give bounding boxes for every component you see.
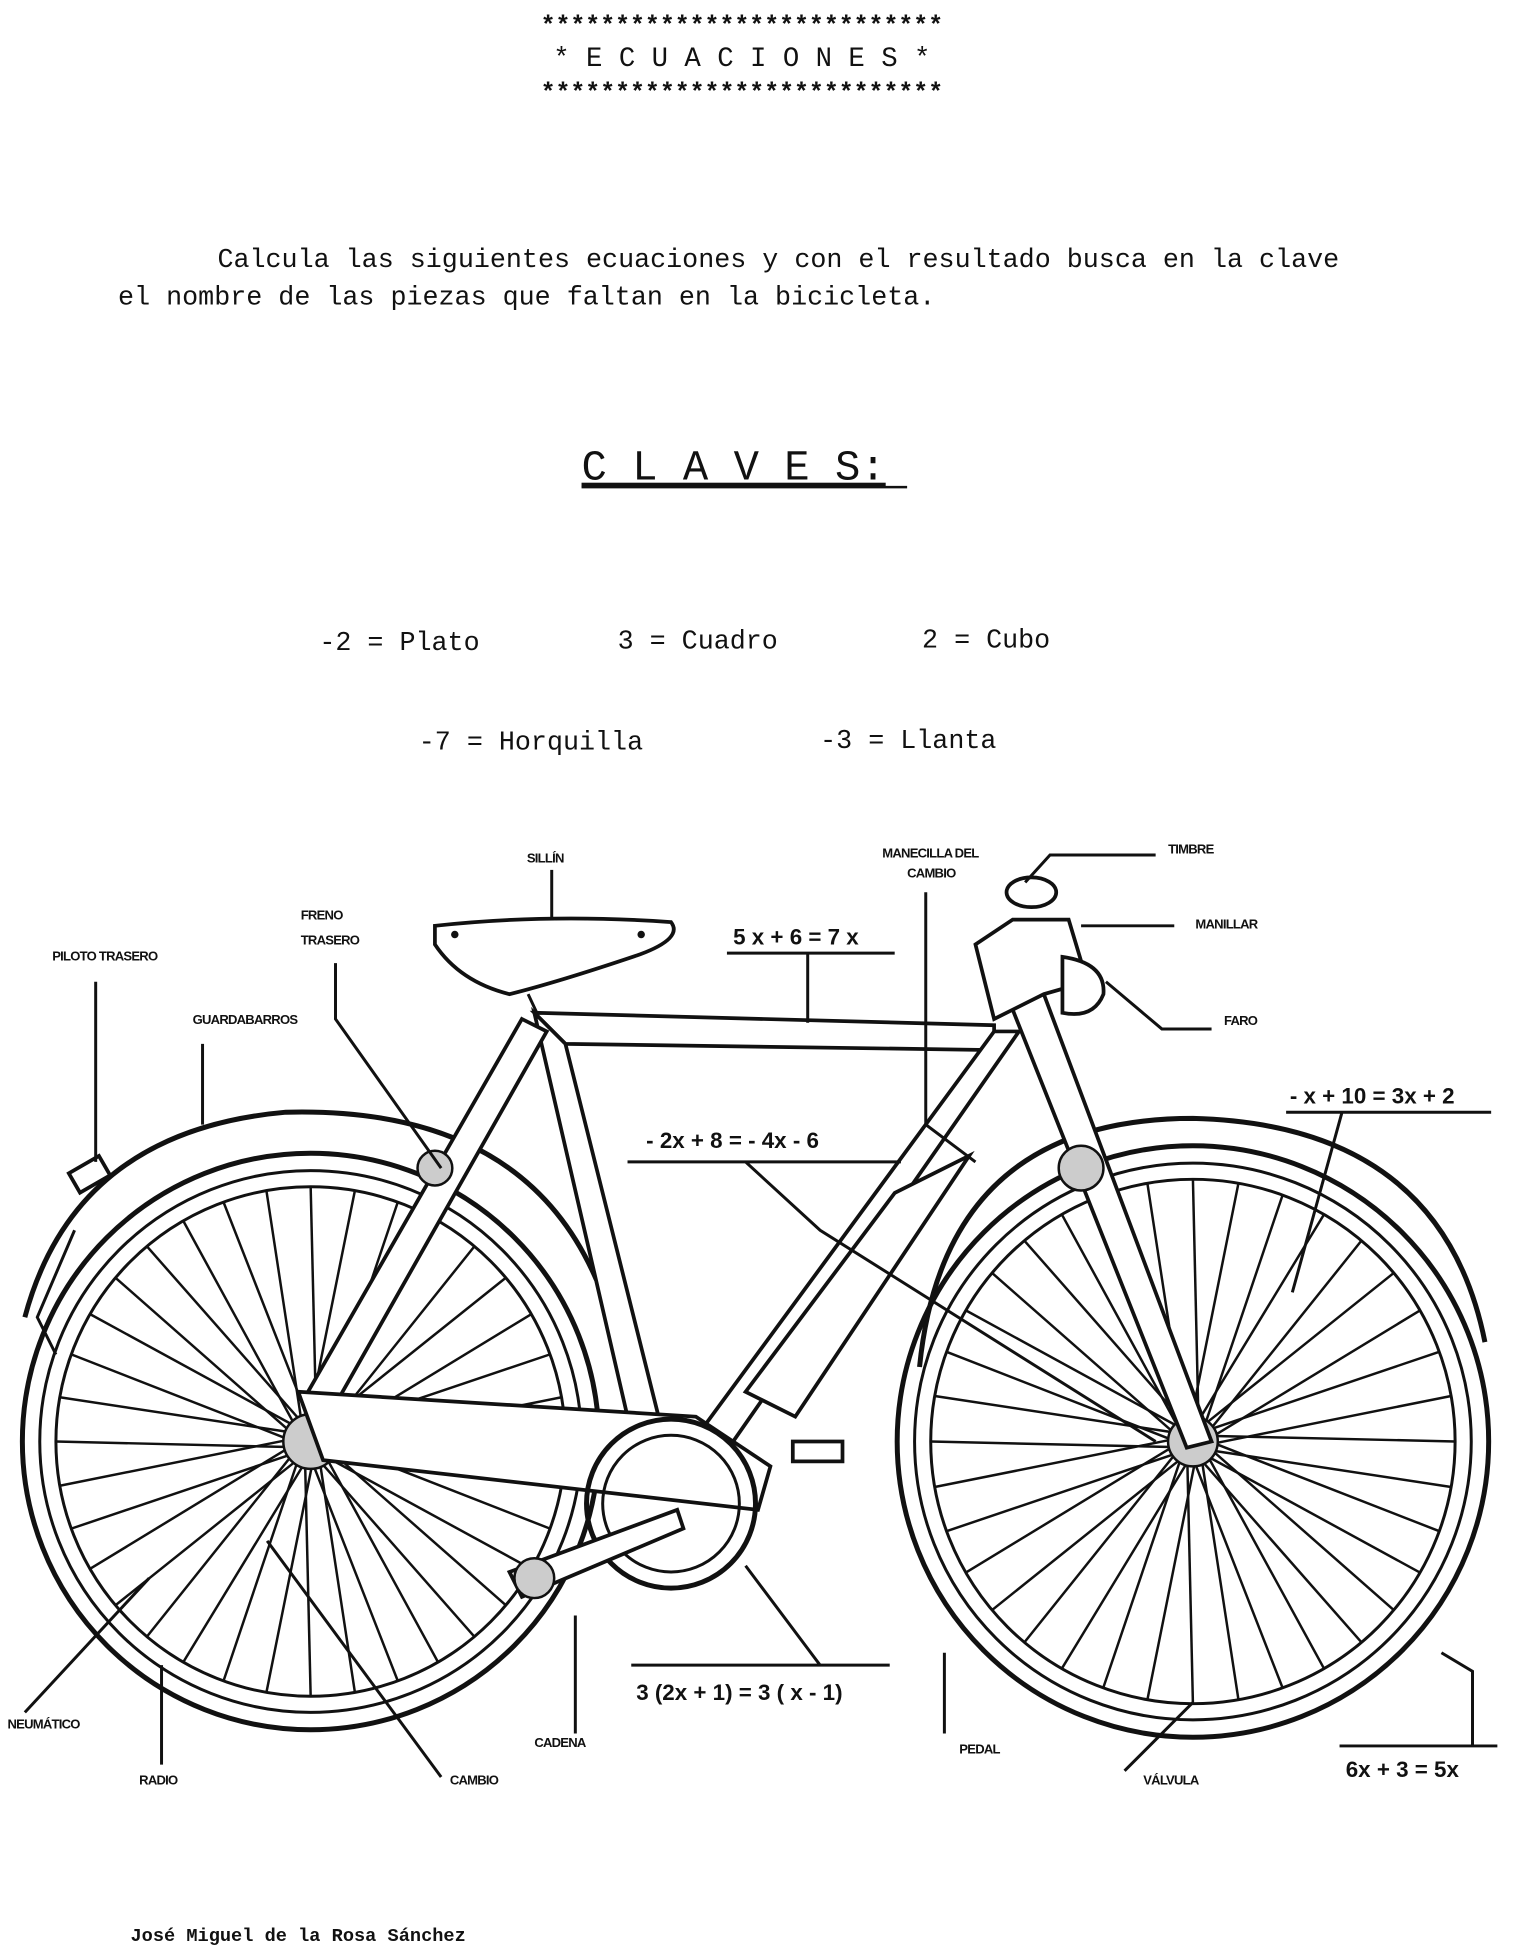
- header-stars-bottom: ***************************: [541, 79, 944, 107]
- label-manecilla-line2: CAMBIO: [907, 865, 956, 880]
- wheel-spoke: [303, 1463, 312, 1697]
- wheel-spoke: [1023, 1239, 1185, 1423]
- worksheet-title: * E C U A C I O N E S *: [553, 44, 930, 75]
- wheel-spoke: [1212, 1450, 1395, 1611]
- equation-llanta: 6x + 3 = 5x: [1346, 1757, 1460, 1782]
- wheel-spoke: [946, 1452, 1175, 1533]
- equation-cubo: 3 (2x + 1) = 3 ( x - 1): [636, 1680, 842, 1705]
- wheel-spoke: [1023, 1453, 1176, 1644]
- header-stars-top: ***************************: [541, 12, 944, 40]
- wheel-spoke: [1193, 1463, 1284, 1689]
- clave-item: 3 = Cuadro: [618, 628, 778, 658]
- wheel-spoke: [1214, 1442, 1440, 1533]
- leader-lines: [23, 853, 1498, 1778]
- label-cambio: CAMBIO: [450, 1772, 499, 1787]
- wheel-spoke: [934, 1438, 1171, 1489]
- wheel-spoke: [319, 1460, 476, 1638]
- wheel-spoke: [145, 1453, 294, 1638]
- clave-item: -3 = Llanta: [820, 727, 996, 757]
- bicycle-illustration: [19, 875, 1492, 1740]
- wheel-spoke: [1186, 1463, 1195, 1704]
- wheel-spoke: [1213, 1309, 1421, 1437]
- wheel-spoke: [311, 1463, 399, 1682]
- wheel-spoke: [222, 1201, 310, 1420]
- author-name: José Miguel de la Rosa Sánchez: [130, 1925, 465, 1947]
- claves-title: C L A V E S:: [582, 445, 886, 493]
- wheel-spoke: [1060, 1213, 1179, 1427]
- wheel-spoke: [59, 1396, 291, 1434]
- wheel-spoke: [1102, 1459, 1182, 1689]
- instructions-line-1: Calcula las siguientes ecuaciones y con …: [217, 246, 1339, 276]
- wheel-spoke: [265, 1463, 314, 1693]
- wheel-spoke: [55, 1440, 290, 1449]
- label-freno-line1: FRENO: [301, 908, 343, 923]
- wheel-spoke: [946, 1350, 1172, 1441]
- wheel-spoke: [1214, 1434, 1456, 1443]
- wheel-spoke: [70, 1452, 293, 1530]
- label-manillar: MANILLAR: [1195, 916, 1258, 931]
- wheel-spoke: [1204, 1194, 1284, 1424]
- wheel-spoke: [1214, 1394, 1452, 1445]
- wheel-spoke: [114, 1276, 292, 1433]
- wheel-spoke: [1191, 1179, 1200, 1420]
- wheel-spoke: [1200, 1461, 1240, 1700]
- label-valvula: VÁLVULA: [1143, 1772, 1200, 1787]
- wheel-spoke: [265, 1190, 303, 1422]
- label-manecilla-line1: MANECILLA DEL: [882, 845, 979, 860]
- instructions-line-2: el nombre de las piezas que faltan en la…: [118, 283, 935, 313]
- wheel-spoke: [1060, 1462, 1188, 1670]
- label-sillin: SILLÍN: [527, 850, 564, 865]
- wheel-spoke: [1210, 1350, 1440, 1431]
- wheel-spoke: [325, 1456, 440, 1663]
- equation-cuadro: 5 x + 6 = 7 x: [733, 924, 859, 949]
- wheel-spoke: [1207, 1456, 1326, 1670]
- label-timbre: TIMBRE: [1168, 842, 1215, 857]
- wheel-spoke: [1190, 1183, 1240, 1420]
- wheel-spoke: [182, 1220, 297, 1427]
- wheel-spoke: [1208, 1456, 1421, 1574]
- label-neumatico: NEUMÁTICO: [7, 1717, 80, 1732]
- wheel-spoke: [1213, 1449, 1452, 1489]
- clave-item: 2 = Cubo: [922, 626, 1050, 656]
- wheel-spoke: [1146, 1463, 1196, 1700]
- wheel-spoke: [1201, 1460, 1363, 1644]
- clave-item: -7 = Horquilla: [419, 728, 643, 758]
- wheel-spoke: [222, 1459, 300, 1682]
- equation-horquilla: - x + 10 = 3x + 2: [1290, 1084, 1455, 1109]
- wheel-spoke: [965, 1309, 1178, 1427]
- label-cadena: CADENA: [534, 1735, 587, 1750]
- label-freno-line2: TRASERO: [301, 932, 360, 947]
- label-pedal: PEDAL: [959, 1741, 1000, 1756]
- wheel-spoke: [930, 1440, 1172, 1449]
- wheel-spoke: [89, 1446, 290, 1570]
- label-faro: FARO: [1224, 1013, 1258, 1028]
- wheel-spoke: [145, 1245, 302, 1423]
- wheel-spoke: [1205, 1271, 1395, 1425]
- wheel-spoke: [991, 1458, 1181, 1612]
- equation-plato: - 2x + 8 = - 4x - 6: [646, 1128, 819, 1153]
- clave-item: -2 = Plato: [319, 629, 479, 659]
- wheel-spoke: [965, 1446, 1173, 1574]
- wheel-spoke: [70, 1353, 289, 1441]
- wheel-spoke: [59, 1438, 289, 1487]
- wheel-spoke: [89, 1313, 296, 1427]
- label-radio: RADIO: [139, 1772, 178, 1787]
- wheel-spoke: [326, 1456, 532, 1570]
- label-piloto-trasero: PILOTO TRASERO: [52, 949, 158, 964]
- label-guardabarros: GUARDABARROS: [193, 1012, 299, 1027]
- wheel-spoke: [182, 1462, 306, 1663]
- wheel-spoke: [1210, 1239, 1363, 1430]
- wheel-spoke: [991, 1272, 1174, 1433]
- wheel-spoke: [329, 1450, 507, 1607]
